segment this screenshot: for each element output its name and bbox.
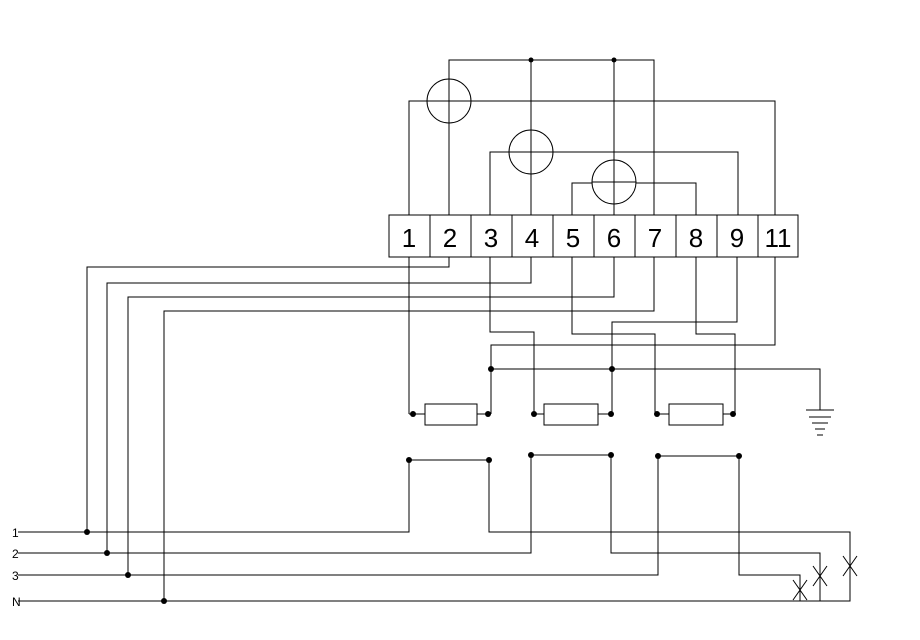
resistor-icon	[543, 403, 599, 426]
terminal-label: 9	[730, 223, 744, 253]
terminal-label: 3	[484, 223, 498, 253]
resistor-icon	[668, 403, 724, 426]
fuse-icon	[792, 579, 808, 601]
terminal-label: 7	[648, 223, 662, 253]
terminal-label: 2	[443, 223, 457, 253]
junction-dots-mid	[410, 366, 736, 417]
voltage-wiring	[86, 257, 655, 601]
line-label-2: 2	[12, 547, 19, 561]
ground-icon	[806, 409, 834, 436]
fuse-icon	[812, 565, 828, 587]
terminal-label: 8	[689, 223, 703, 253]
junction-dots-lower	[84, 452, 742, 604]
fuse-icon	[842, 555, 858, 577]
current-coil-icon	[591, 159, 637, 205]
terminal-label: 6	[607, 223, 621, 253]
current-coil-icon	[426, 78, 472, 124]
coil-wiring	[408, 59, 776, 215]
ct-loops	[18, 454, 851, 602]
junction-dots-top	[528, 57, 617, 63]
line-label-1: 1	[12, 526, 19, 540]
current-coil-icon	[508, 129, 554, 175]
terminal-6	[593, 214, 636, 258]
terminal-label: 5	[566, 223, 580, 253]
terminal-label: 1	[402, 223, 416, 253]
terminal-11	[757, 214, 799, 258]
line-label-3: 3	[12, 569, 19, 583]
line-labels: 1 2 3 N	[12, 526, 21, 609]
terminal-7	[634, 214, 677, 258]
terminal-block: 1 2 3 4 5 6 7 8 9 11	[388, 214, 799, 258]
terminal-9	[716, 214, 759, 258]
terminal-label: 11	[765, 223, 792, 253]
terminal-5	[552, 214, 595, 258]
terminal-label: 4	[525, 223, 539, 253]
line-label-n: N	[12, 595, 21, 609]
resistor-icon	[424, 403, 478, 426]
